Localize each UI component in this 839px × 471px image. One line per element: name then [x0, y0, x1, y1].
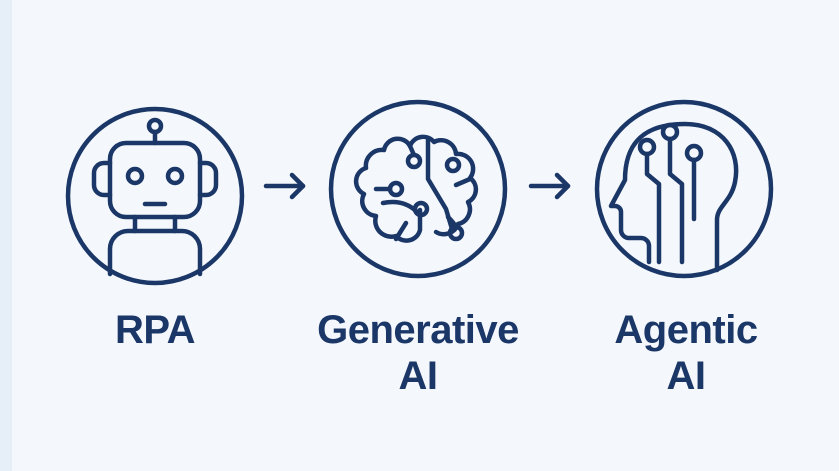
node-label-agentic-ai: Agentic AI — [586, 307, 786, 399]
head-circuit-icon — [594, 99, 774, 279]
robot-icon — [65, 106, 245, 286]
arrow-right-icon — [528, 172, 571, 200]
label-line-1: Agentic — [614, 308, 758, 352]
label-line-1: RPA — [115, 308, 195, 352]
left-edge-strip — [0, 0, 12, 471]
node-label-generative-ai: Generative AI — [290, 307, 546, 399]
brain-circuit-icon — [328, 99, 508, 279]
label-line-2: AI — [398, 354, 439, 398]
label-line-1: Generative — [317, 308, 519, 352]
label-line-2: AI — [666, 354, 707, 398]
node-label-rpa: RPA — [60, 307, 250, 353]
arrow-right-icon — [263, 172, 306, 200]
